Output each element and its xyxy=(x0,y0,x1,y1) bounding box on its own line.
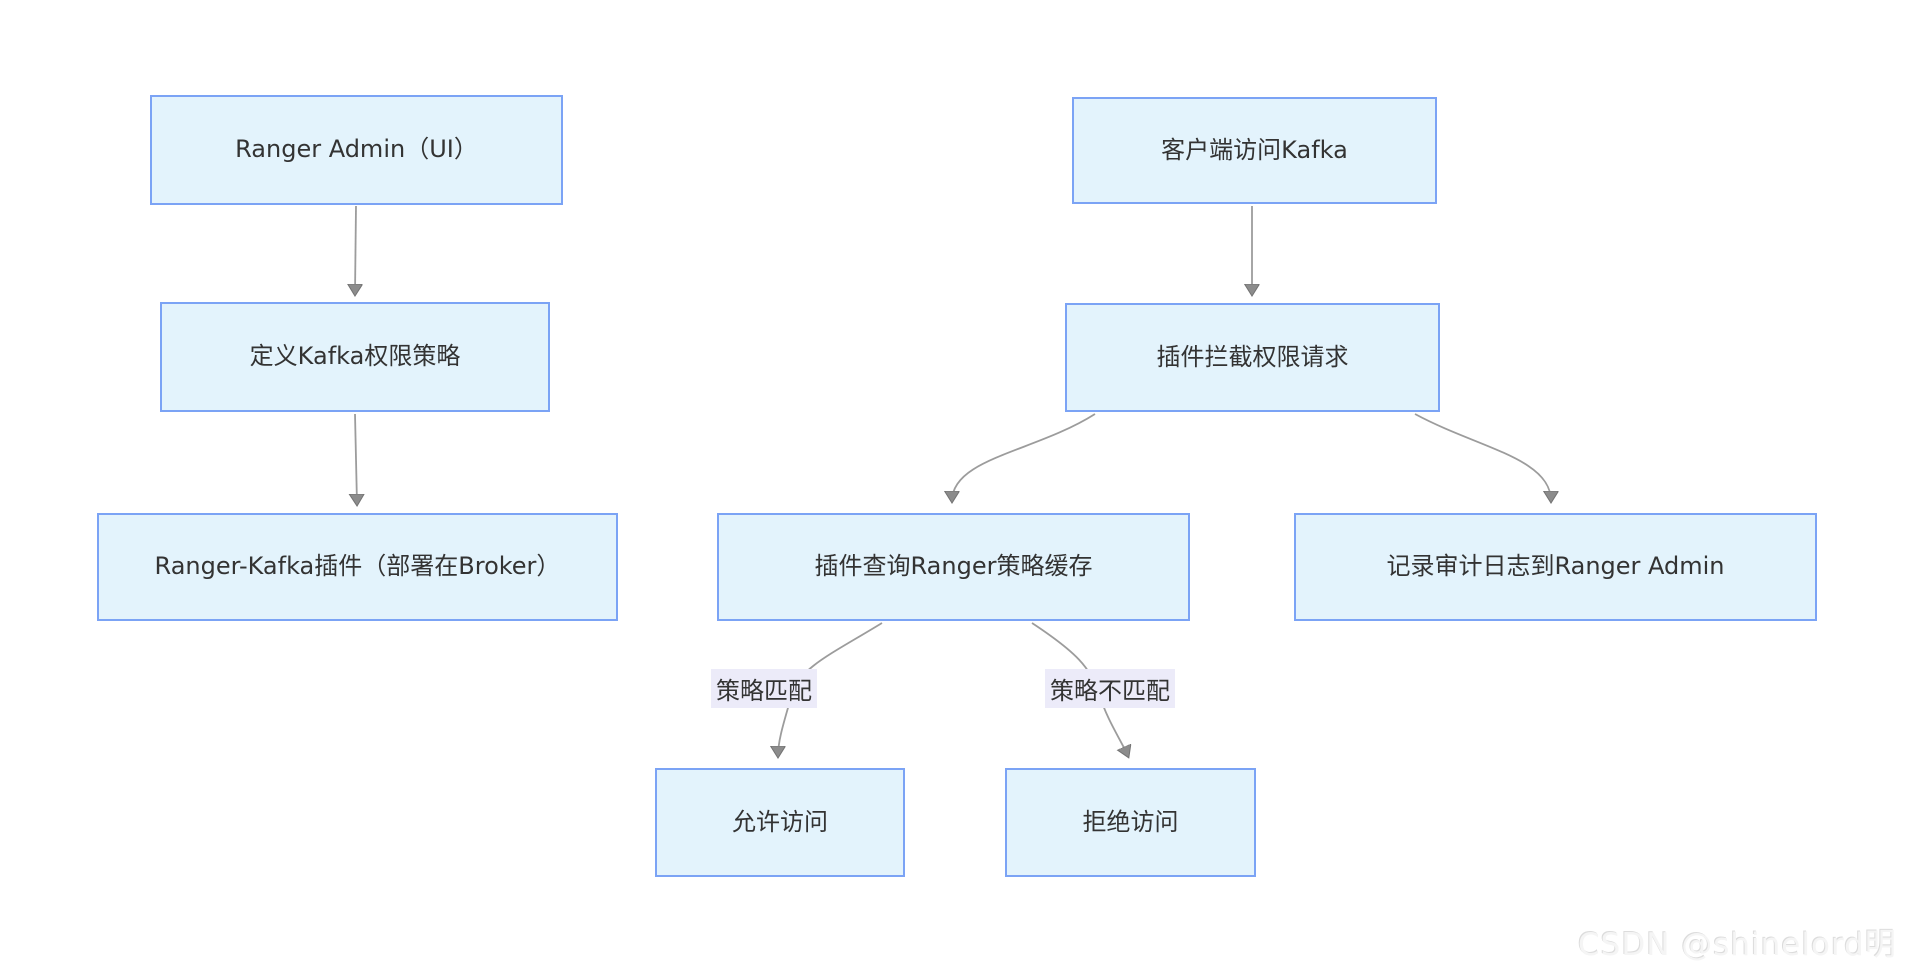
node-allow-access: 允许访问 xyxy=(655,768,905,877)
node-define-policy: 定义Kafka权限策略 xyxy=(160,302,550,412)
node-ranger-kafka-plugin: Ranger-Kafka插件（部署在Broker） xyxy=(97,513,618,621)
node-ranger-admin: Ranger Admin（UI） xyxy=(150,95,563,205)
node-label: Ranger Admin（UI） xyxy=(235,135,478,164)
node-label: 插件拦截权限请求 xyxy=(1156,342,1349,371)
edge-define-policy-to-plugin xyxy=(355,413,357,504)
node-plugin-intercept: 插件拦截权限请求 xyxy=(1065,303,1440,412)
csdn-watermark: CSDN @shinelord明 xyxy=(1578,927,1897,963)
node-plugin-query-cache: 插件查询Ranger策略缓存 xyxy=(717,513,1190,621)
edge-admin-to-define-policy xyxy=(355,205,356,294)
node-client-access: 客户端访问Kafka xyxy=(1072,97,1437,204)
edge-label-policy-match: 策略匹配 xyxy=(711,669,817,708)
node-label: 拒绝访问 xyxy=(1082,807,1179,836)
node-label: Ranger-Kafka插件（部署在Broker） xyxy=(154,552,561,581)
edge-intercept-to-query-cache xyxy=(952,413,1096,501)
node-audit-log: 记录审计日志到Ranger Admin xyxy=(1294,513,1817,621)
edge-intercept-to-audit-log xyxy=(1414,413,1551,501)
node-label: 插件查询Ranger策略缓存 xyxy=(814,552,1093,581)
node-deny-access: 拒绝访问 xyxy=(1005,768,1256,877)
node-label: 定义Kafka权限策略 xyxy=(249,342,461,371)
node-label: 记录审计日志到Ranger Admin xyxy=(1386,552,1725,581)
edge-label-policy-no-match: 策略不匹配 xyxy=(1045,669,1175,708)
node-label: 客户端访问Kafka xyxy=(1161,135,1348,164)
node-label: 允许访问 xyxy=(732,807,828,836)
